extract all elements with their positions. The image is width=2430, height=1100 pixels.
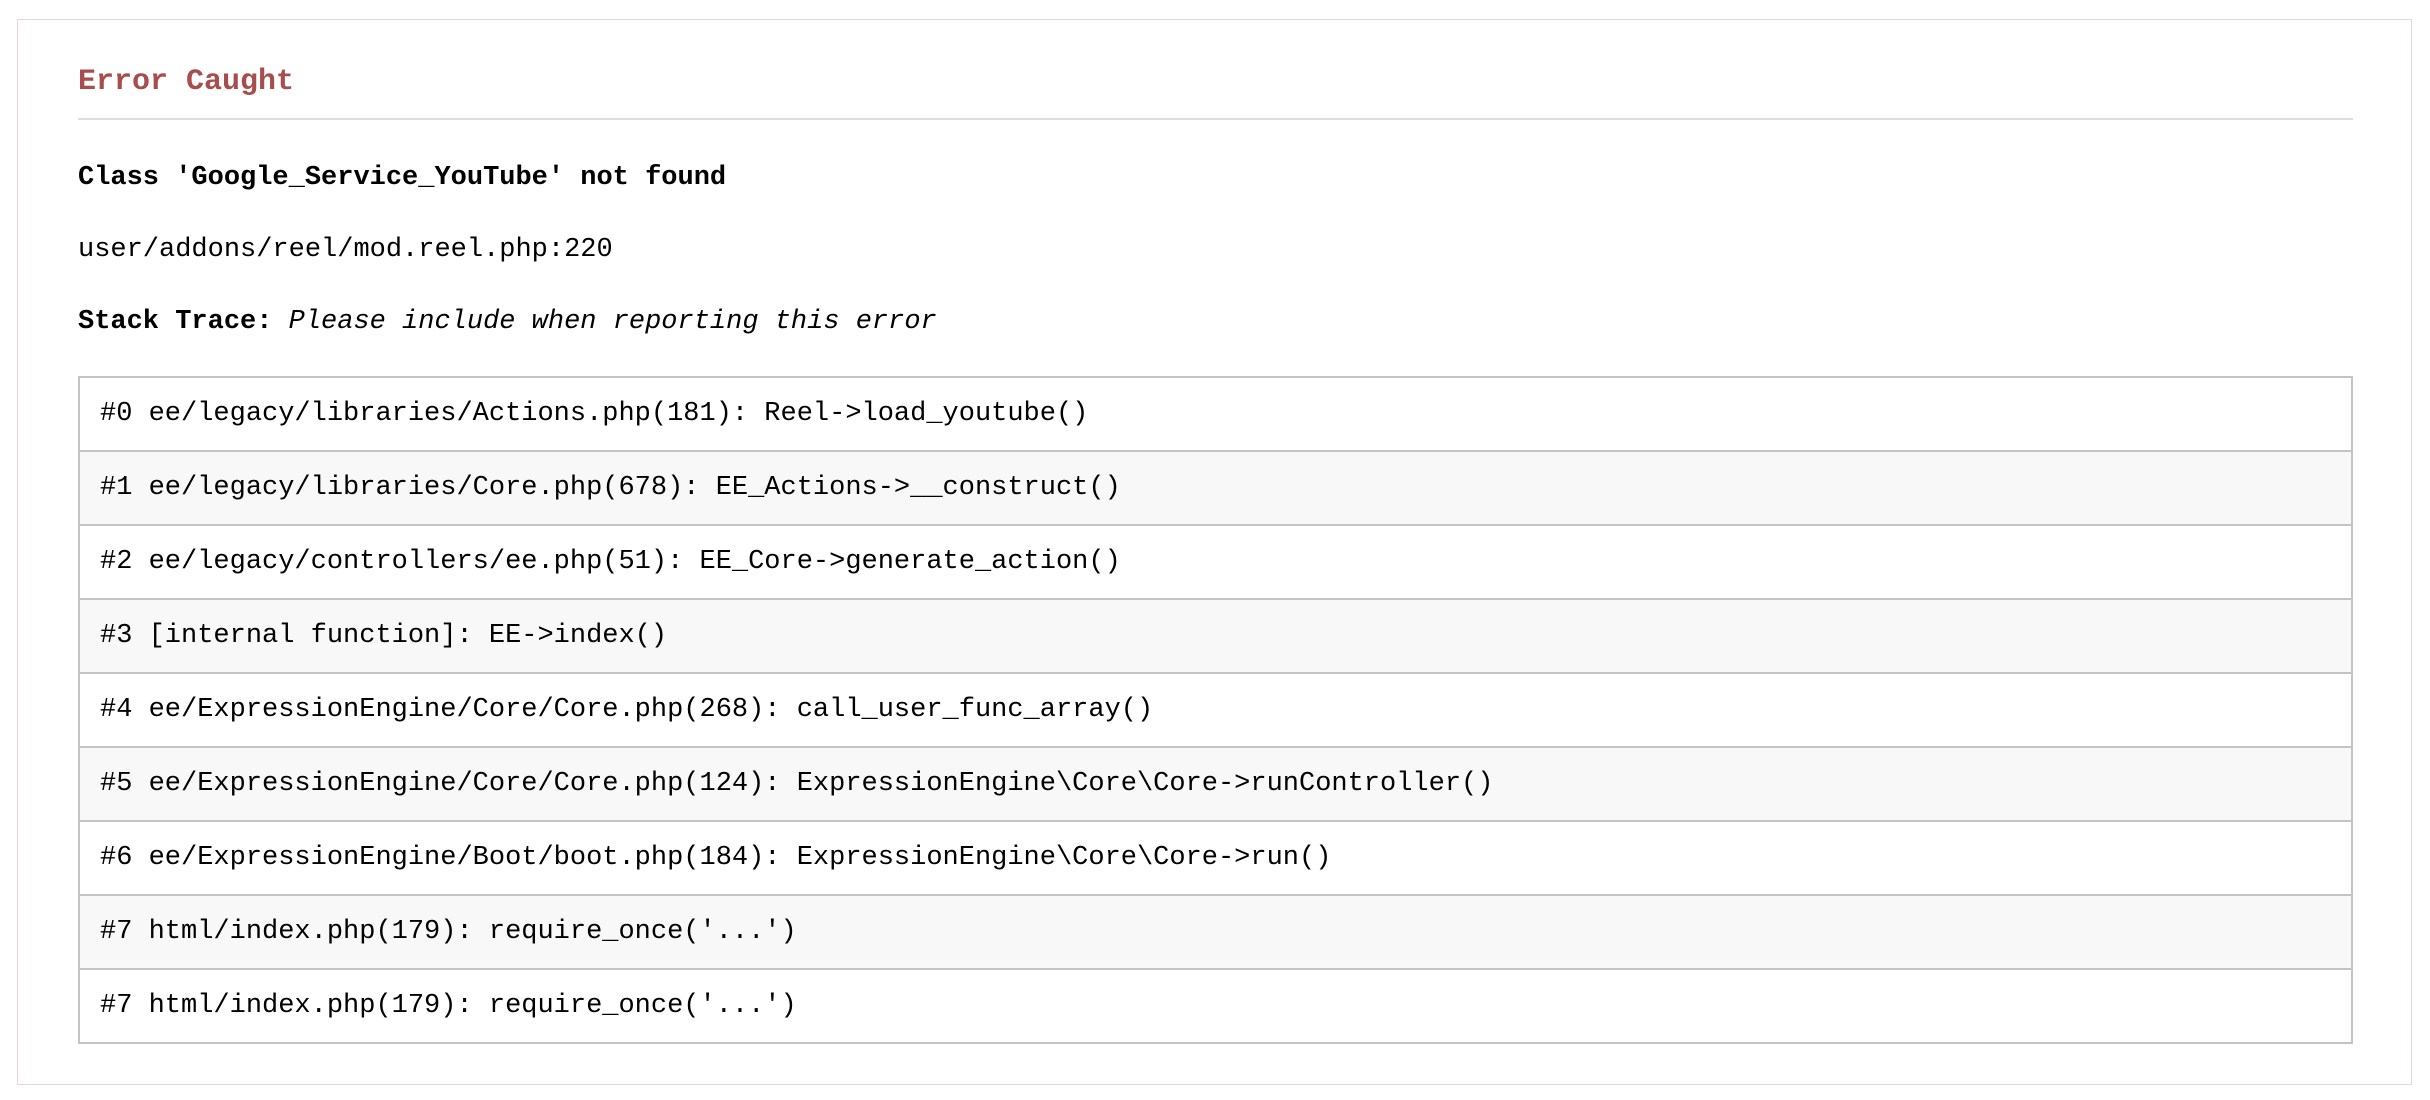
stack-trace-note: Please include when reporting this error — [288, 307, 937, 337]
title-divider — [78, 118, 2353, 120]
stack-frame: #5 ee/ExpressionEngine/Core/Core.php(124… — [80, 746, 2351, 820]
stack-frame: #2 ee/legacy/controllers/ee.php(51): EE_… — [80, 524, 2351, 598]
error-message: Class 'Google_Service_YouTube' not found — [78, 163, 727, 193]
stack-trace-list: #0 ee/legacy/libraries/Actions.php(181):… — [78, 376, 2353, 1044]
stack-frame: #7 html/index.php(179): require_once('..… — [80, 968, 2351, 1042]
stack-frame: #7 html/index.php(179): require_once('..… — [80, 894, 2351, 968]
stack-trace-label: Stack Trace: — [78, 307, 273, 337]
error-panel: Error Caught Class 'Google_Service_YouTu… — [17, 19, 2412, 1085]
stack-frame: #3 [internal function]: EE->index() — [80, 598, 2351, 672]
stack-frame: #4 ee/ExpressionEngine/Core/Core.php(268… — [80, 672, 2351, 746]
stack-trace-heading: Stack Trace: Please include when reporti… — [78, 302, 937, 342]
stack-frame: #1 ee/legacy/libraries/Core.php(678): EE… — [80, 450, 2351, 524]
error-title: Error Caught — [78, 65, 295, 99]
stack-frame: #0 ee/legacy/libraries/Actions.php(181):… — [80, 378, 2351, 450]
error-location: user/addons/reel/mod.reel.php:220 — [78, 235, 613, 265]
stack-frame: #6 ee/ExpressionEngine/Boot/boot.php(184… — [80, 820, 2351, 894]
